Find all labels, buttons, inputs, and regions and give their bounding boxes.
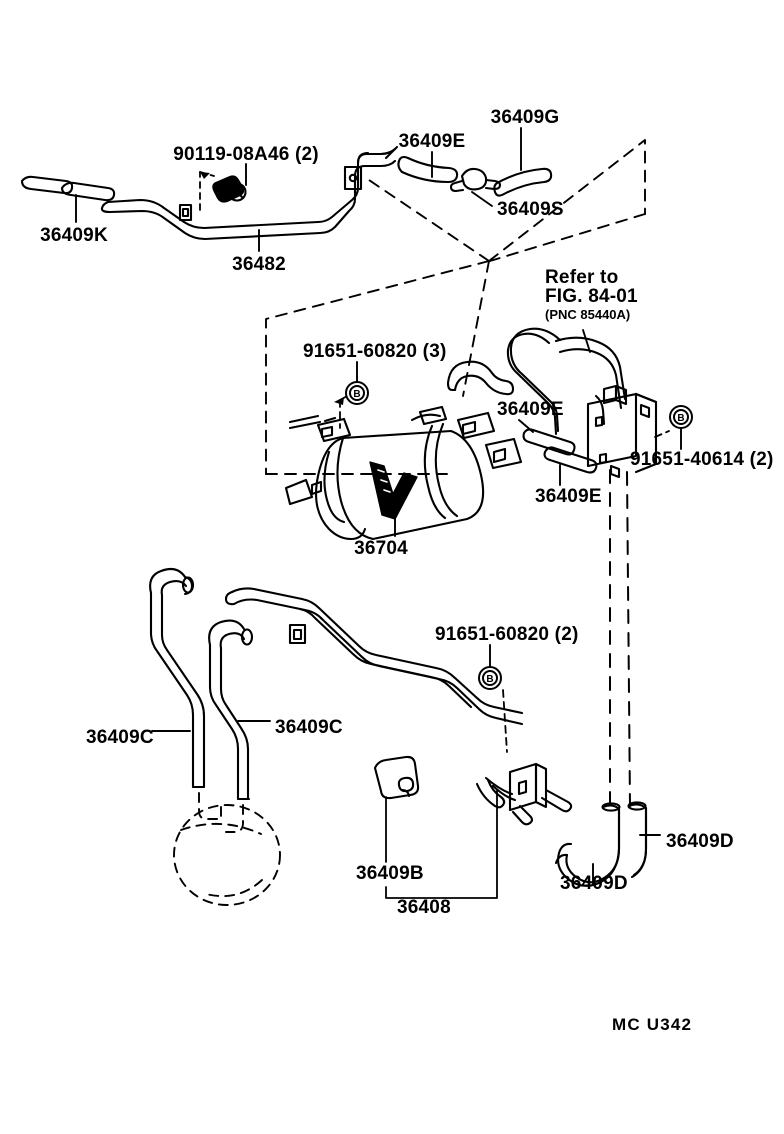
part-36409E-straight-2: [543, 446, 598, 474]
reference-note: Refer to FIG. 84-01 (PNC 85440A): [545, 268, 638, 321]
part-36409G-hose: [493, 167, 553, 197]
clamp-symbol-b1-glyph: B: [353, 389, 360, 400]
callout-36409E-right-2: 36409E: [535, 486, 602, 507]
part-36409C-hose-left: [149, 567, 206, 789]
callout-36409C-right: 36409C: [275, 717, 343, 738]
footer-code: MC U342: [612, 1015, 693, 1034]
part-36704-canister: [284, 405, 523, 541]
callout-36409B: 36409B: [356, 863, 424, 884]
callout-36409K: 36409K: [40, 225, 108, 246]
label-leaders: [75, 127, 682, 885]
part-36409D-hoses: [554, 801, 648, 887]
part-36409C-hose-right: [208, 619, 254, 801]
callout-36409E-upper: 36409E: [398, 131, 466, 152]
reference-note-line2: FIG. 84-01: [545, 286, 638, 308]
callout-36409D-right: 36409D: [666, 831, 734, 852]
callout-91651-60820-2: 91651-60820 (2): [435, 624, 579, 645]
part-36409E-straight-1: [522, 428, 576, 456]
callout-36409C-left: 36409C: [86, 727, 154, 748]
leader-b2: [654, 430, 670, 438]
clamp-symbols: [345, 381, 693, 690]
part-36409E-hose-upper: [397, 155, 459, 184]
leader-b3: [502, 689, 508, 753]
leader-36409D-right: [626, 471, 631, 807]
callout-36409G: 36409G: [490, 107, 560, 128]
part-36409K-hoses: [20, 175, 116, 202]
canister-clamp-leader: [323, 416, 337, 423]
callout-36409D-bottom: 36409D: [560, 873, 628, 894]
evap-hose-assembly: [446, 327, 627, 436]
part-36408-tube-assembly: [224, 587, 573, 826]
callout-36704: 36704: [354, 538, 408, 559]
clamp-symbol-b2-glyph: B: [677, 413, 684, 424]
part-90119-bolt: [212, 175, 247, 203]
callout-36409E-right-1: 36409E: [497, 399, 564, 420]
leader-36408-bracket: [385, 789, 498, 899]
callout-91651-60820-3: 91651-60820 (3): [303, 341, 447, 362]
callout-90119-08A46: 90119-08A46 (2): [173, 144, 319, 165]
phantom-zone-canister: [265, 260, 490, 475]
reference-note-line3: (PNC 85440A): [545, 306, 631, 322]
part-36409B-clip: [373, 755, 420, 800]
clamp-symbol-b3-glyph: B: [486, 674, 493, 685]
phantom-zone-upper: [362, 139, 646, 262]
callout-91651-40614: 91651-40614 (2): [630, 449, 774, 470]
part-36409S-valve: [449, 167, 502, 193]
callout-36409S: 36409S: [497, 199, 564, 220]
fuel-tank-phantom: [173, 792, 281, 906]
callout-36408: 36408: [397, 897, 451, 918]
part-36482-fuel-tube: [100, 145, 399, 241]
reference-note-line1: Refer to: [545, 267, 619, 288]
bolt-assembly-arrow: [199, 171, 215, 211]
callout-36482: 36482: [232, 254, 286, 275]
